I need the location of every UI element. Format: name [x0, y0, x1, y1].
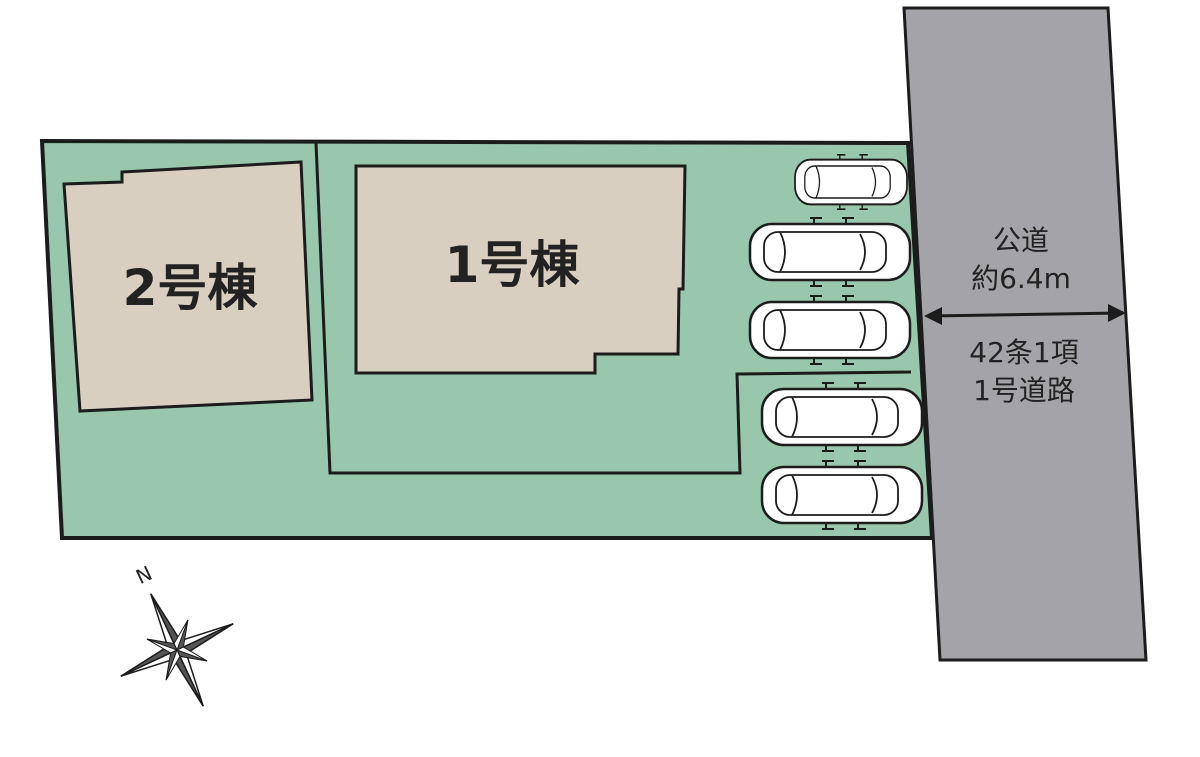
road-width-arrow: [924, 304, 1126, 325]
car-1: [793, 153, 909, 211]
car-3: [748, 294, 912, 366]
road-label-public: 公道: [993, 224, 1049, 257]
car-4: [760, 381, 924, 453]
building-2-footprint: [62, 160, 314, 413]
car-2: [748, 216, 912, 288]
public-road: [902, 6, 1148, 662]
building-1-label: 1号棟: [445, 236, 581, 294]
compass-north-label: N: [132, 561, 156, 589]
lot-boundary-line: [314, 142, 912, 475]
building-1-footprint: [354, 164, 687, 375]
road-article-label: 42条1項: [969, 336, 1078, 369]
building-2-label: 2号棟: [123, 259, 259, 317]
car-5: [760, 459, 924, 531]
road-type-label: 1号道路: [973, 374, 1075, 407]
compass-rose: [120, 593, 234, 707]
road-width-label: 約6.4m: [971, 262, 1071, 295]
